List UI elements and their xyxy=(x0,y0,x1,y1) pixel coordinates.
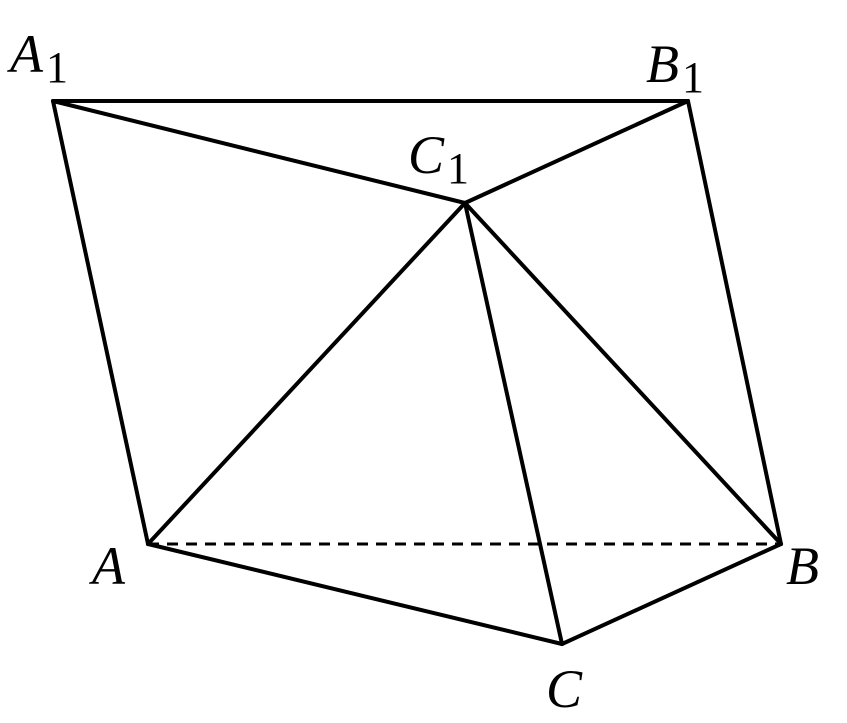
edge-c1-c xyxy=(463,201,564,646)
label-B: B xyxy=(786,536,819,596)
edge-c1-b1 xyxy=(463,99,690,205)
edge-a1-c1 xyxy=(51,99,467,205)
label-A1: A1 xyxy=(7,24,68,92)
label-C1: C1 xyxy=(408,125,469,193)
edge-a1-a xyxy=(51,99,150,546)
edge-c1-b xyxy=(463,201,783,546)
edge-c1-a xyxy=(146,201,467,546)
edge-c-b xyxy=(560,542,783,646)
label-A: A xyxy=(89,536,126,596)
edge-b1-b xyxy=(686,99,783,546)
label-B1: B1 xyxy=(646,34,704,102)
edge-a-c xyxy=(146,542,564,646)
edges-group xyxy=(51,99,783,646)
label-C: C xyxy=(546,659,583,719)
